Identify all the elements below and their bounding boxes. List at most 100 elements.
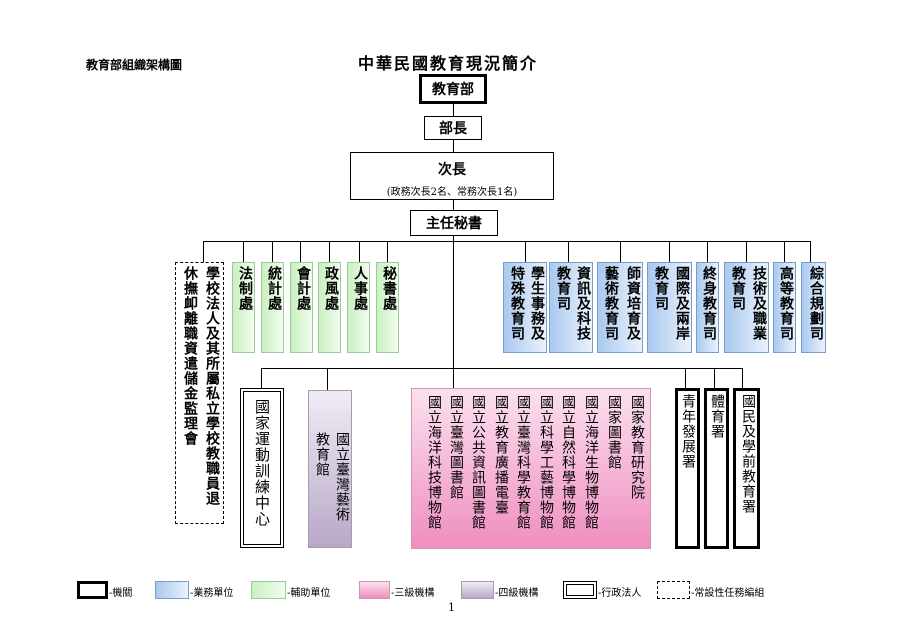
biz-unit-planning: 綜合規劃司 <box>801 262 826 353</box>
retirement-fund-committee: 學校法人及其所屬私立學校教職員退休撫卹離職資遣儲金監理會 <box>175 262 224 524</box>
aux-unit-ethics: 政風處 <box>318 262 341 353</box>
document-label: 教育部組織架構圖 <box>86 58 183 72</box>
drop-line <box>620 241 621 262</box>
legend-text: 四級機構 <box>498 588 539 599</box>
legend-swatch-business <box>155 581 189 599</box>
biz-unit-teacher-art: 師資培育及 藝術教育司 <box>597 262 643 353</box>
legend-swatch-auxiliary <box>251 581 286 599</box>
drop-line <box>327 368 328 390</box>
connector <box>453 104 454 116</box>
biz-unit-text: 教育司 <box>653 266 669 311</box>
legend-label-business: -業務單位 <box>190 588 234 599</box>
drop-line <box>669 241 670 262</box>
drop-line <box>359 241 360 262</box>
ntaec-box: 國立臺灣藝術 教育館 <box>308 390 352 548</box>
biz-unit-text: 學生事務及 <box>529 266 545 341</box>
sports-administration: 體育署 <box>704 388 729 549</box>
biz-unit-text: 藝術教育司 <box>603 266 619 341</box>
legend-label-third: -三級機構 <box>391 588 435 599</box>
third-level-item: 國立自然科學博物館 <box>560 395 576 530</box>
biz-unit-technical: 技術及職業 教育司 <box>724 262 769 353</box>
legend-text: 行政法人 <box>601 588 642 599</box>
aux-unit-statistics: 統計處 <box>261 262 284 353</box>
drop-line <box>685 368 686 388</box>
document-title: 中華民國教育現況簡介 <box>358 54 539 73</box>
biz-unit-student-affairs: 學生事務及 特殊教育司 <box>503 262 547 353</box>
fourth-level-text: 國立臺灣藝術 <box>334 432 350 522</box>
biz-unit-international: 國際及兩岸 教育司 <box>647 262 692 353</box>
drop-line <box>784 241 785 262</box>
youth-development-agency: 青年發展署 <box>675 388 700 549</box>
biz-unit-info-tech: 資訊及科技 教育司 <box>549 262 593 353</box>
legend-text: 常設性任務編組 <box>694 588 765 599</box>
agencies-bus-line <box>261 368 742 369</box>
legend-swatch-third <box>359 581 390 599</box>
drop-line <box>742 368 743 388</box>
biz-unit-text: 教育司 <box>555 266 571 311</box>
legend-label-fourth: -四級機構 <box>495 588 539 599</box>
third-level-item: 國立教育廣播電臺 <box>493 395 509 515</box>
legend-text: 機關 <box>112 588 133 599</box>
drop-line <box>203 241 204 262</box>
k12-education-administration: 國民及學前教育署 <box>733 388 760 549</box>
drop-line <box>810 241 811 262</box>
sports-center-text: 國家運動訓練中心 <box>253 399 271 527</box>
biz-unit-text: 特殊教育司 <box>509 266 525 341</box>
connector <box>453 140 454 152</box>
legend-swatch-fourth <box>461 581 494 599</box>
legend-swatch-agency <box>77 581 108 599</box>
drop-line <box>746 241 747 262</box>
legend-swatch-task <box>657 581 690 599</box>
drop-line <box>453 368 454 388</box>
biz-unit-text: 國際及兩岸 <box>674 266 690 341</box>
connector <box>453 200 454 210</box>
units-bus-line <box>203 241 810 242</box>
drop-line <box>300 241 301 262</box>
drop-line <box>243 241 244 262</box>
biz-unit-text: 技術及職業 <box>751 266 767 341</box>
biz-unit-text: 教育司 <box>730 266 746 311</box>
drop-line <box>714 368 715 388</box>
aux-unit-accounting: 會計處 <box>290 262 313 353</box>
third-level-item: 國立臺灣圖書館 <box>448 395 464 500</box>
third-level-item: 國立公共資訊圖書館 <box>470 395 486 530</box>
drop-line <box>525 241 526 262</box>
legend-label-agency: -機關 <box>109 588 133 599</box>
legend-text: 輔助單位 <box>290 588 331 599</box>
drop-line <box>261 368 262 388</box>
vice-minister-title: 次長 <box>438 162 466 178</box>
third-level-institutions <box>411 388 651 549</box>
chief-secretary-box: 主任秘書 <box>410 210 498 236</box>
drop-line <box>272 241 273 262</box>
drop-line <box>707 241 708 262</box>
minister-box: 部長 <box>424 116 482 140</box>
drop-line <box>568 241 569 262</box>
drop-line <box>329 241 330 262</box>
legend-swatch-corp <box>563 581 597 599</box>
national-sports-training-center: 國家運動訓練中心 <box>240 388 284 548</box>
fourth-level-text: 教育館 <box>314 432 330 477</box>
vice-minister-box: 次長 (政務次長2名、常務次長1名) <box>350 152 554 200</box>
biz-unit-lifelong: 終身教育司 <box>696 262 719 353</box>
third-level-item: 國立臺灣科學教育館 <box>515 395 531 530</box>
biz-unit-text: 資訊及科技 <box>575 266 591 341</box>
third-level-item: 國家教育研究院 <box>629 395 645 500</box>
legend-text: 業務單位 <box>193 588 234 599</box>
third-level-item: 國家圖書館 <box>606 395 622 470</box>
third-level-item: 國立海洋生物博物館 <box>583 395 599 530</box>
legend-label-corp: -行政法人 <box>598 588 642 599</box>
trunk-line <box>453 236 454 368</box>
legend-label-task: -常設性任務編組 <box>691 588 765 599</box>
third-level-item: 國立海洋科技博物館 <box>426 395 442 530</box>
biz-unit-text: 師資培育及 <box>625 266 641 341</box>
drop-line <box>387 241 388 262</box>
page-number: 1 <box>448 601 455 614</box>
legend-text: 三級機構 <box>394 588 435 599</box>
ministry-box: 教育部 <box>419 74 487 104</box>
vice-minister-note: (政務次長2名、常務次長1名) <box>386 187 518 198</box>
aux-unit-secretariat: 秘書處 <box>376 262 399 353</box>
biz-unit-higher-ed: 高等教育司 <box>773 262 796 353</box>
legend-label-auxiliary: -輔助單位 <box>287 588 331 599</box>
aux-unit-legal: 法制處 <box>232 262 255 353</box>
aux-unit-personnel: 人事處 <box>347 262 370 353</box>
